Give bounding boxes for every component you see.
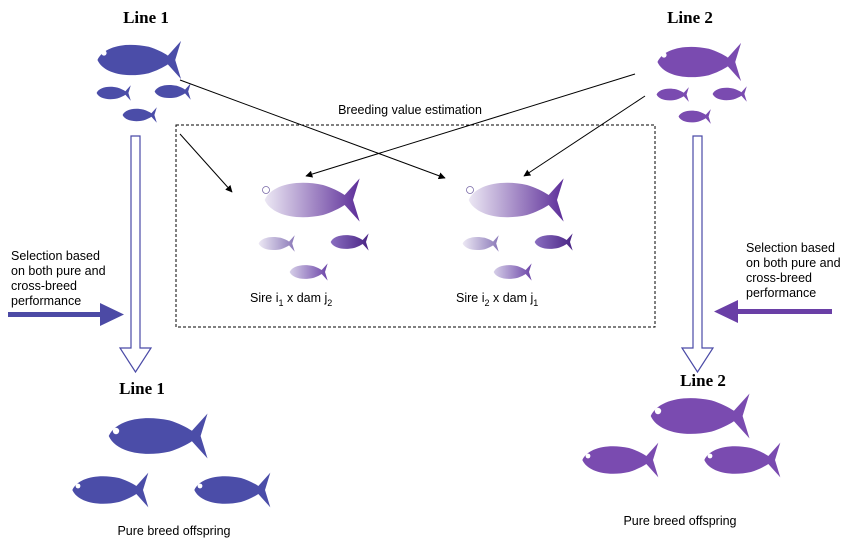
line1-parent-group — [97, 41, 191, 123]
line2-small-fish-icon — [679, 109, 711, 124]
line1-offspring-group — [72, 413, 270, 507]
cross2-group — [463, 178, 573, 280]
cross1-fish-eye — [263, 187, 270, 194]
line1-top-title: Line 1 — [123, 8, 169, 27]
line2-bottom-title: Line 2 — [680, 371, 726, 390]
line2-offspring-group — [582, 393, 780, 477]
arrow-line1-to-cross2 — [180, 80, 445, 178]
line1-offspring-fish-icon — [194, 473, 270, 508]
cross2-label: Sire i2 x dam j1 — [456, 291, 538, 308]
offspring-eye — [655, 408, 661, 414]
cross2-small-fish-icon — [494, 263, 532, 280]
breeding-value-label: Breeding value estimation — [338, 103, 482, 117]
line1-large-fish-eye — [101, 50, 106, 55]
offspring-eye — [586, 454, 591, 459]
cross2-small-eye — [458, 238, 462, 242]
line2-small-fish-icon — [713, 86, 747, 102]
line1-offspring-fish-icon — [72, 473, 148, 508]
line1-small-fish-icon — [123, 107, 157, 123]
cross1-small-eye — [254, 238, 258, 242]
crossing-arrows — [180, 74, 645, 192]
line2-hollow-down-arrow — [682, 136, 713, 372]
selection-right-text: Selection based on both pure and cross-b… — [746, 241, 844, 300]
offspring-eye — [198, 484, 203, 489]
offspring-eye — [76, 484, 81, 489]
line2-parent-group — [657, 43, 747, 124]
cross2-small-eye — [490, 266, 494, 270]
line1-small-fish-icon — [97, 85, 131, 101]
arrow-line2-to-cross1 — [306, 74, 635, 176]
arrow-line1-to-cross1 — [180, 134, 232, 192]
cross2-large-fish-icon — [469, 178, 564, 221]
cross1-label: Sire i1 x dam j2 — [250, 291, 332, 308]
cross1-small-eye — [286, 266, 290, 270]
line2-offspring-fish-icon — [651, 393, 750, 438]
offspring-eye — [113, 428, 119, 434]
cross2-fish-eye — [467, 187, 474, 194]
cross1-small-fish-icon — [331, 233, 369, 250]
arrow-line2-to-cross2 — [524, 96, 645, 176]
selection-right-arrow — [714, 300, 832, 323]
line2-offspring-fish-icon — [582, 443, 658, 478]
cross2-small-fish-icon — [463, 235, 499, 251]
cross1-group — [259, 178, 369, 280]
offspring-left-label: Pure breed offspring — [117, 524, 230, 538]
cross2-small-fish-icon — [535, 233, 573, 250]
line1-hollow-down-arrow — [120, 136, 151, 372]
cross1-large-fish-icon — [265, 178, 360, 221]
line2-offspring-fish-icon — [704, 443, 780, 478]
line1-bottom-title: Line 1 — [119, 379, 165, 398]
line2-large-fish-eye — [661, 52, 666, 57]
line1-small-fish-icon — [155, 83, 191, 99]
offspring-right-label: Pure breed offspring — [623, 514, 736, 528]
line2-top-title: Line 2 — [667, 8, 713, 27]
cross1-small-fish-icon — [259, 235, 295, 251]
line1-offspring-fish-icon — [109, 413, 208, 458]
line1-large-fish-icon — [97, 41, 181, 79]
breeding-value-box — [176, 125, 655, 327]
selection-left-text: Selection based on both pure and cross-b… — [11, 249, 109, 308]
line2-large-fish-icon — [657, 43, 741, 81]
line2-small-fish-icon — [657, 87, 689, 102]
offspring-eye — [708, 454, 713, 459]
cross1-small-fish-icon — [290, 263, 328, 280]
